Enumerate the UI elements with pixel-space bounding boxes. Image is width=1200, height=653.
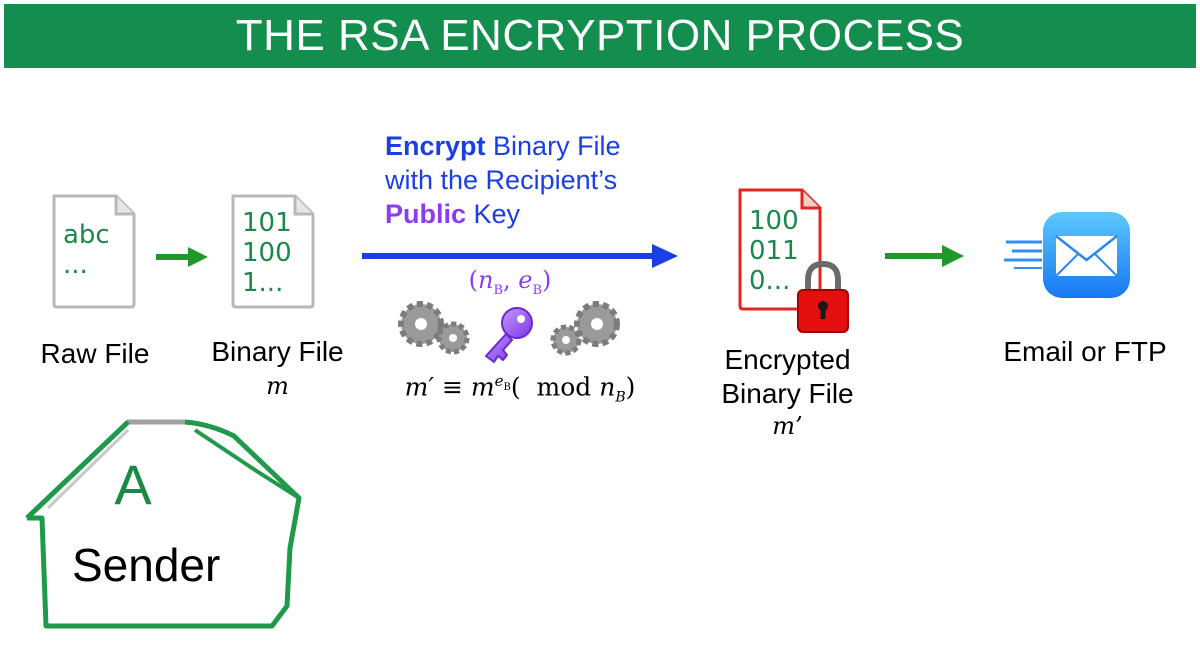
formula-mod: mod — [536, 372, 592, 402]
encryption-formula: m′ ≡ meB( mod nB) — [380, 372, 660, 405]
binary-file-document-icon — [231, 194, 315, 309]
transfer-label: Email or FTP — [1003, 336, 1167, 367]
public-word: Public — [385, 199, 467, 229]
key-n-sub: B — [493, 282, 503, 298]
formula-n-sub: B — [615, 389, 626, 406]
encrypt-line-3-rest: Key — [466, 199, 521, 229]
blue-encrypt-arrow — [362, 244, 678, 268]
binary-file-line: 101 — [242, 208, 292, 238]
key-icon — [484, 307, 533, 364]
encrypt-line-1: Encrypt Binary File — [385, 130, 621, 163]
key-n: n — [477, 266, 494, 294]
formula-lhs: m′ ≡ m — [404, 372, 495, 402]
green-arrow-2 — [885, 245, 964, 267]
encrypt-line-1-rest: Binary File — [485, 131, 621, 161]
raw-file-content: abc ... — [63, 220, 110, 280]
binary-file-symbol: m — [266, 372, 289, 400]
binary-file-line: 100 — [242, 238, 292, 268]
sender-letter: A — [114, 453, 152, 516]
raw-file-label: Raw File — [40, 338, 150, 369]
encrypt-line-2: with the Recipient’s — [385, 165, 618, 195]
raw-file-document-icon — [52, 194, 136, 309]
green-arrow-1 — [156, 247, 208, 267]
encrypted-file-content: 100 011 0... — [749, 206, 799, 296]
mail-app-icon — [1004, 212, 1130, 298]
raw-file-line: abc — [63, 220, 110, 250]
raw-file-line: ... — [63, 250, 88, 280]
encrypted-file-line: 0... — [749, 266, 791, 296]
sender-label: Sender — [72, 539, 221, 591]
binary-file-content: 101 100 1... — [242, 208, 292, 298]
formula-exp-sub: B — [503, 382, 511, 393]
padlock-icon — [797, 260, 849, 333]
encrypted-file-symbol: m’ — [772, 412, 803, 440]
binary-file-label: Binary File — [211, 336, 344, 367]
key-e: e — [518, 266, 533, 294]
key-separator: , — [503, 266, 519, 294]
formula-exp: e — [494, 372, 504, 390]
encrypted-file-line: 100 — [749, 206, 799, 236]
formula-open-paren: ( — [510, 372, 521, 402]
key-e-sub: B — [532, 282, 543, 298]
encrypted-file-label-2: Binary File — [721, 378, 854, 409]
encrypted-file-label-1: Encrypted — [724, 344, 851, 375]
gears-icon-right — [550, 301, 620, 356]
encrypt-word: Encrypt — [385, 131, 486, 161]
house-outline-icon — [25, 419, 302, 629]
page-title: THE RSA ENCRYPTION PROCESS — [235, 11, 965, 60]
title-banner: THE RSA ENCRYPTION PROCESS — [4, 4, 1196, 68]
formula-close-paren: ) — [625, 372, 636, 402]
public-key-pair: (nB, eB) — [468, 266, 552, 298]
formula-n: n — [599, 372, 616, 402]
gears-icon-left — [398, 301, 470, 355]
encrypted-file-line: 011 — [749, 236, 799, 266]
encrypt-line-3: Public Key — [385, 198, 520, 231]
binary-file-line: 1... — [242, 268, 284, 298]
